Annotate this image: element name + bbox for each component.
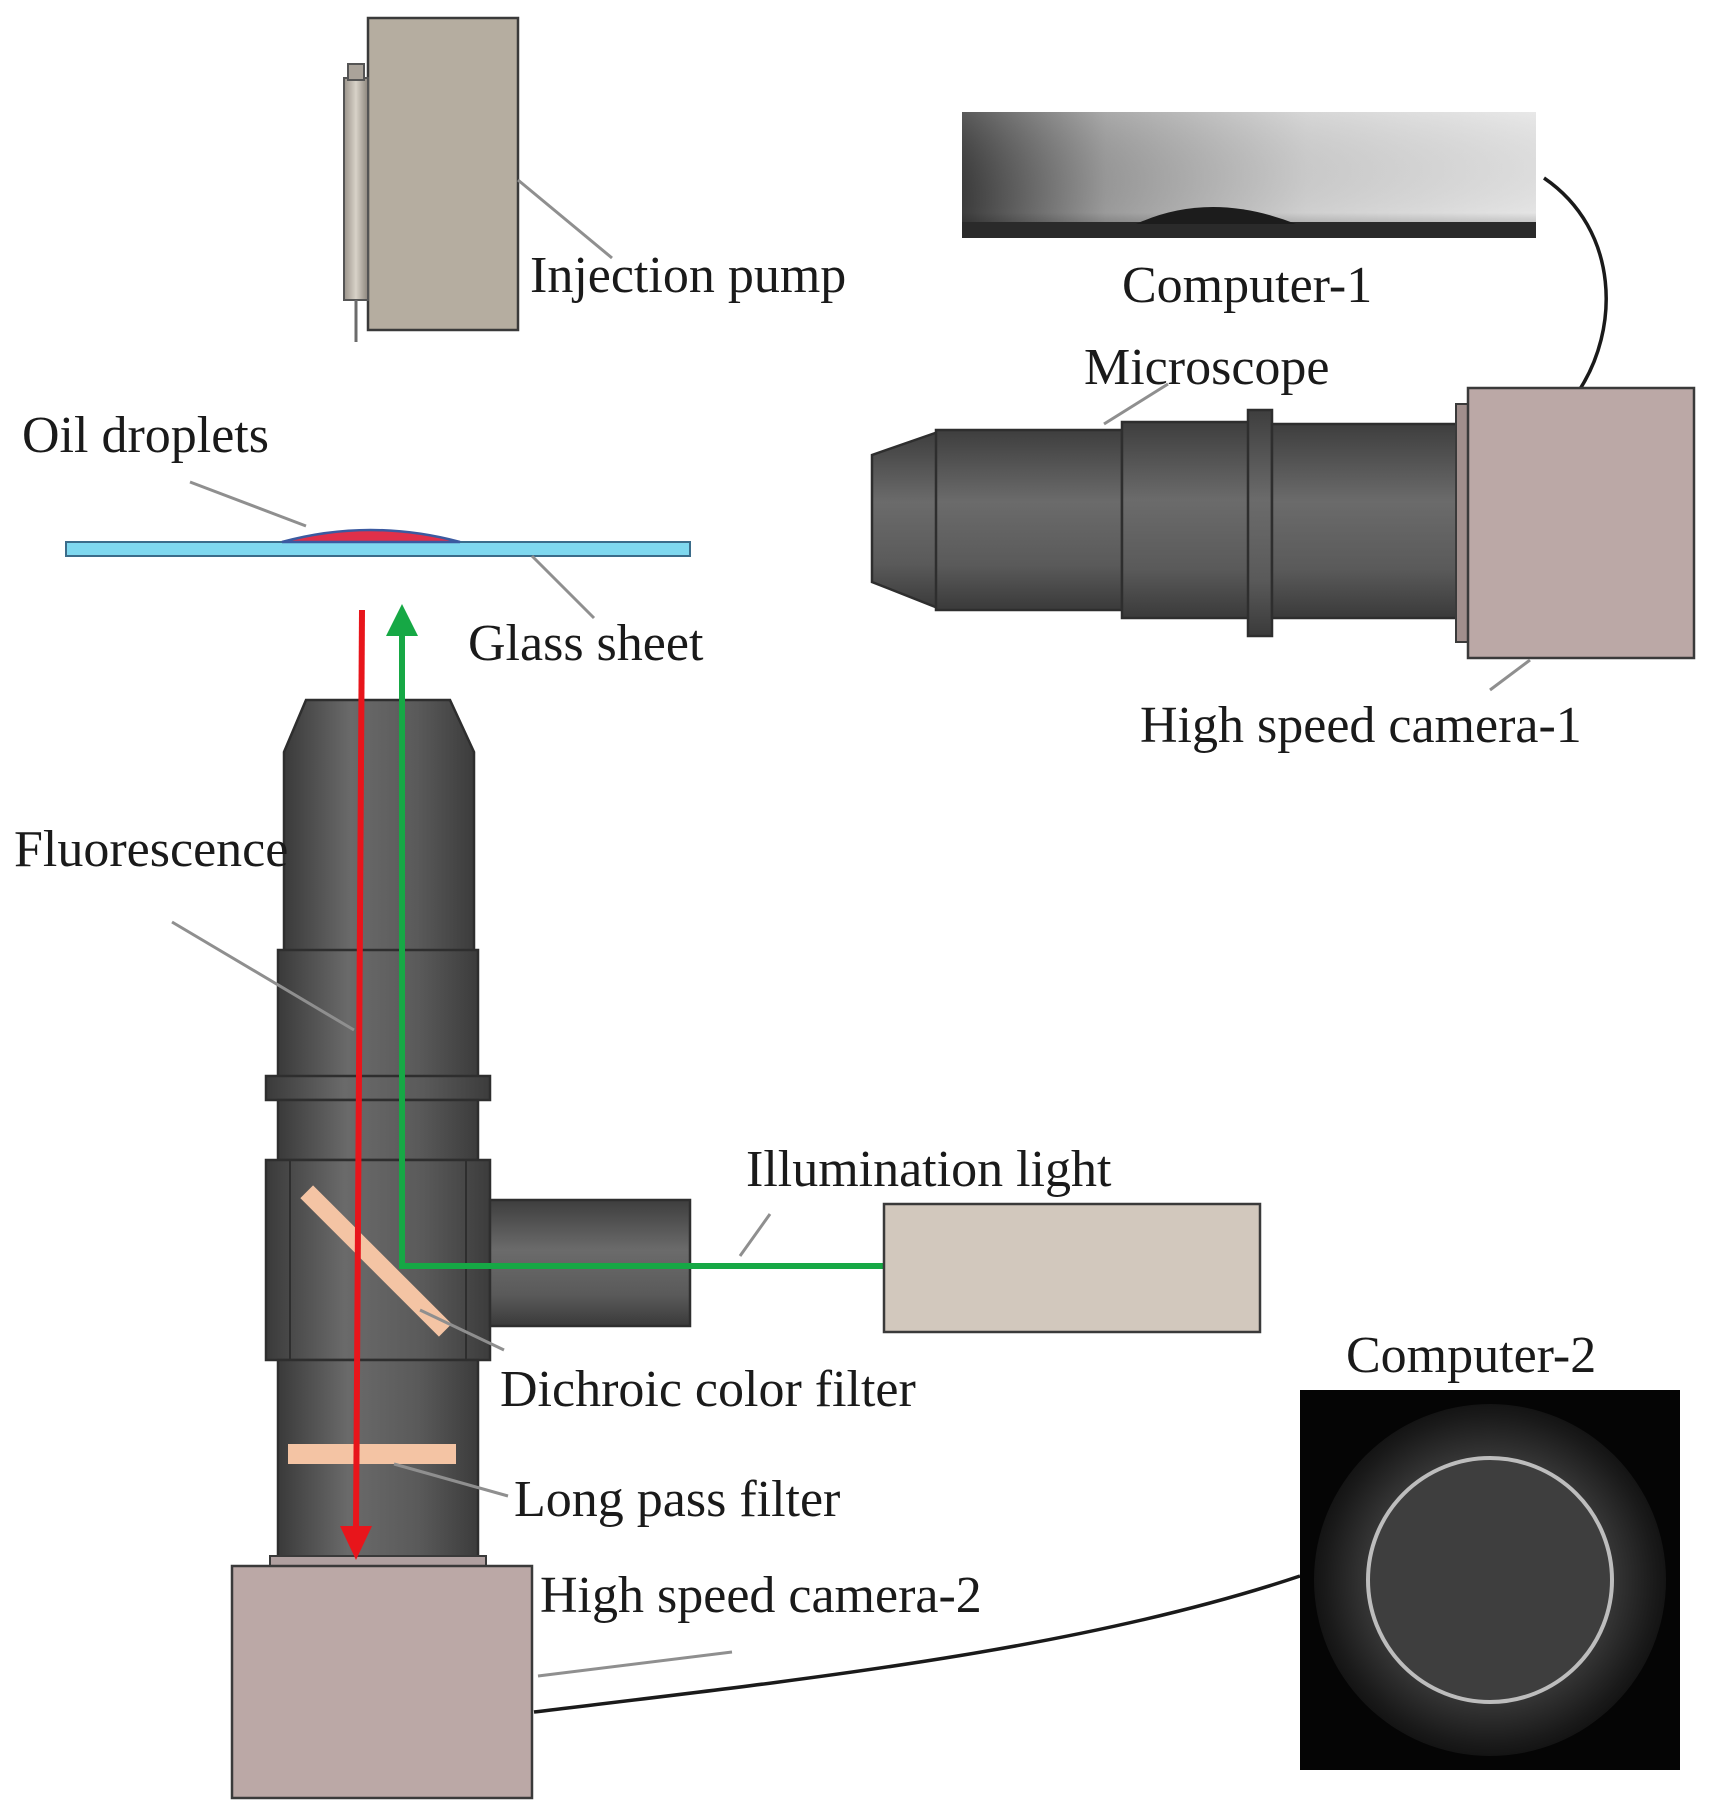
dichroic-color-filter xyxy=(300,1185,452,1337)
microscope-objective-tip xyxy=(870,430,940,610)
oil-droplet xyxy=(281,528,461,544)
illumination-beam xyxy=(386,604,884,1269)
fluorescence-beam xyxy=(340,609,372,1560)
injection-pump-leader xyxy=(517,178,613,260)
fluorescence-leader xyxy=(171,920,355,1032)
fluorescence-label: Fluorescence xyxy=(14,821,288,878)
glass-sheet-leader xyxy=(530,554,596,620)
microscope xyxy=(870,408,1460,638)
injection-pump-body xyxy=(366,16,520,332)
computer-1-label: Computer-1 xyxy=(1122,257,1372,314)
fluorescence-optics-column xyxy=(264,698,692,1569)
microscope-focus-ring xyxy=(1246,408,1274,638)
high-speed-camera-2 xyxy=(230,1564,534,1800)
injection-pump xyxy=(343,16,520,342)
injection-pump-label: Injection pump xyxy=(530,247,846,304)
high-speed-camera-1-leader xyxy=(1489,658,1531,692)
dichroic-color-filter-leader xyxy=(419,1308,505,1352)
syringe-barrel xyxy=(343,77,369,301)
droplet-fluorescence-ring xyxy=(1366,1456,1614,1704)
computer-2-cable xyxy=(533,1574,1301,1714)
long-pass-filter-leader xyxy=(393,1462,509,1498)
fluorescence-beam-arrowhead xyxy=(340,1526,372,1560)
glass-sheet-label: Glass sheet xyxy=(468,615,704,672)
dichroic-color-filter-label: Dichroic color filter xyxy=(500,1361,916,1418)
high-speed-camera-2-label: High speed camera-2 xyxy=(540,1567,982,1624)
computer-1-screen xyxy=(962,112,1536,238)
illumination-beam-arrowhead xyxy=(386,604,418,636)
objective-lens-top xyxy=(282,698,476,954)
long-pass-filter xyxy=(288,1444,456,1464)
optics-ring xyxy=(264,1074,492,1102)
glass-sheet xyxy=(65,541,691,557)
computer-1-cable xyxy=(1543,176,1608,393)
illumination-light-label: Illumination light xyxy=(746,1141,1112,1198)
long-pass-filter-label: Long pass filter xyxy=(514,1471,840,1528)
illumination-light-source xyxy=(882,1202,1262,1334)
microscope-label: Microscope xyxy=(1084,339,1329,396)
oil-droplets-label: Oil droplets xyxy=(22,407,269,464)
illumination-light-leader xyxy=(738,1213,772,1257)
computer-2-label: Computer-2 xyxy=(1346,1327,1596,1384)
high-speed-camera-2-leader xyxy=(537,1650,733,1678)
high-speed-camera-1 xyxy=(1455,386,1696,660)
oil-droplets-leader xyxy=(189,480,307,528)
high-speed-camera-1-label: High speed camera-1 xyxy=(1140,697,1582,754)
microscope-leader xyxy=(1103,382,1169,426)
computer-2-screen xyxy=(1300,1390,1680,1770)
droplet-profile xyxy=(1136,207,1296,224)
